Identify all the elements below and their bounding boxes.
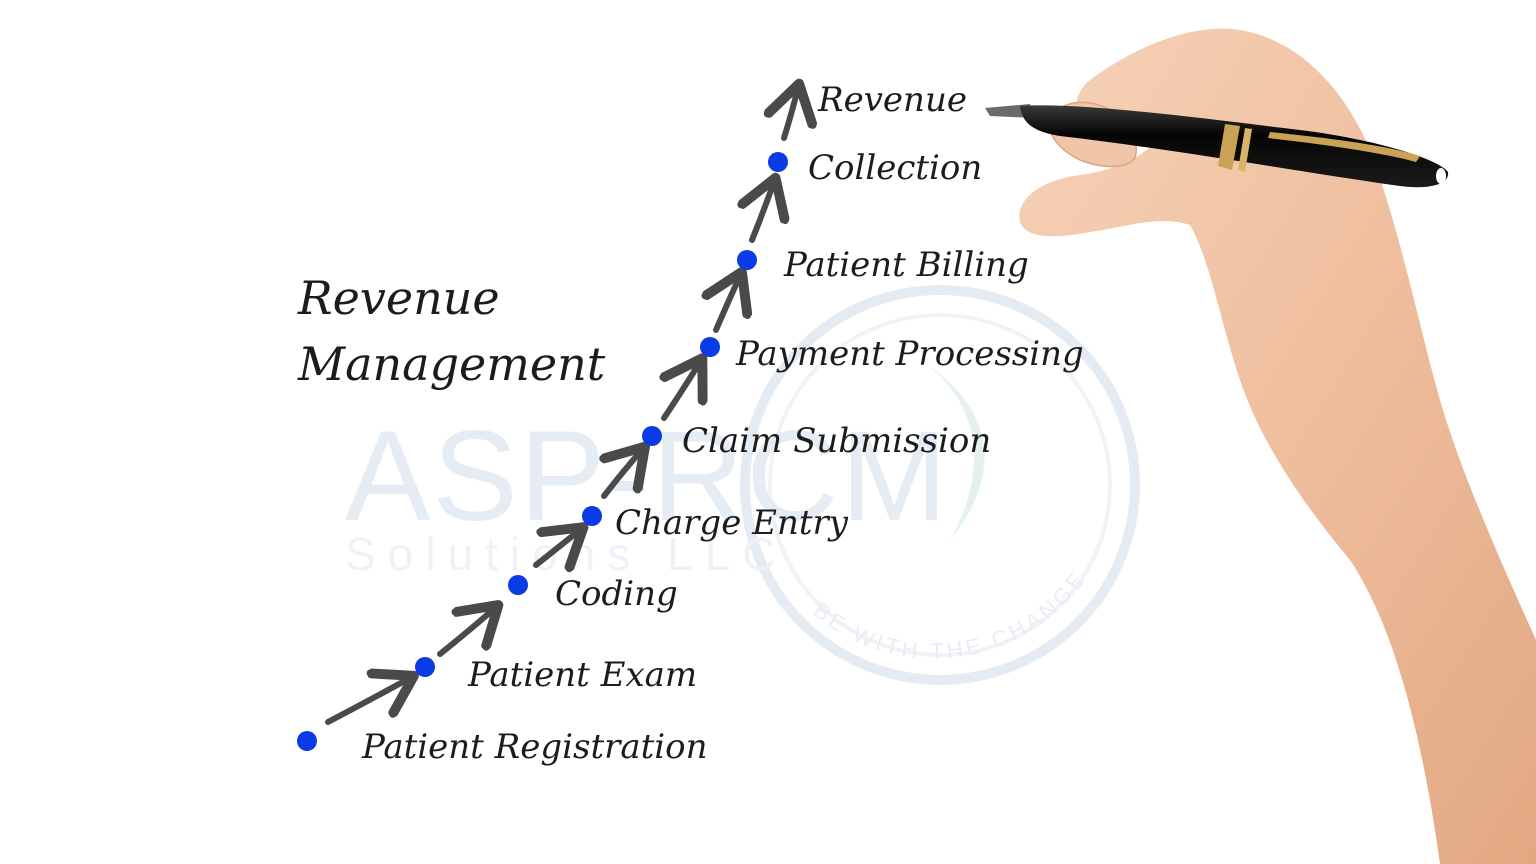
hand-icon xyxy=(1019,28,1536,864)
arrow-collection-to-revenue xyxy=(784,88,798,141)
hand-with-pen-illustration xyxy=(985,28,1536,864)
watermark-swoosh-icon xyxy=(920,360,985,540)
dot-collection xyxy=(768,152,788,172)
step-label-claim-submission: Claim Submission xyxy=(682,421,991,461)
dot-coding xyxy=(508,575,528,595)
step-label-patient-billing: Patient Billing xyxy=(783,245,1029,285)
step-label-patient-exam: Patient Exam xyxy=(467,655,697,695)
arrow-exam-to-coding xyxy=(437,608,495,657)
dot-claim-submission xyxy=(642,426,662,446)
step-label-patient-registration: Patient Registration xyxy=(361,727,708,767)
dot-payment-processing xyxy=(700,337,720,357)
arrow-billing-to-collection xyxy=(752,182,774,243)
arrow-charge-to-claim xyxy=(604,450,642,499)
step-dots xyxy=(297,152,788,751)
arrow-registration-to-exam xyxy=(325,678,410,725)
dot-patient-registration xyxy=(297,731,317,751)
arrow-coding-to-charge xyxy=(533,530,580,565)
dot-patient-billing xyxy=(737,250,757,270)
step-label-collection: Collection xyxy=(808,148,982,188)
watermark-ring-inner xyxy=(768,313,1112,657)
step-label-charge-entry: Charge Entry xyxy=(615,503,849,543)
goal-label-revenue: Revenue xyxy=(817,80,967,120)
title-line-2: Management xyxy=(297,337,606,391)
dot-charge-entry xyxy=(582,506,602,526)
watermark-ring-outer xyxy=(740,285,1140,685)
arrow-claim-to-payment xyxy=(664,362,700,421)
step-label-payment-processing: Payment Processing xyxy=(735,334,1084,374)
arrow-payment-to-billing xyxy=(716,276,740,333)
step-labels: Patient Registration Patient Exam Coding… xyxy=(361,80,1084,767)
diagram-title: Revenue Management xyxy=(297,271,606,391)
pen-icon xyxy=(985,104,1449,188)
step-label-coding: Coding xyxy=(555,574,678,614)
title-line-1: Revenue xyxy=(297,271,500,325)
dot-patient-exam xyxy=(415,657,435,677)
flow-arrows xyxy=(325,88,798,725)
